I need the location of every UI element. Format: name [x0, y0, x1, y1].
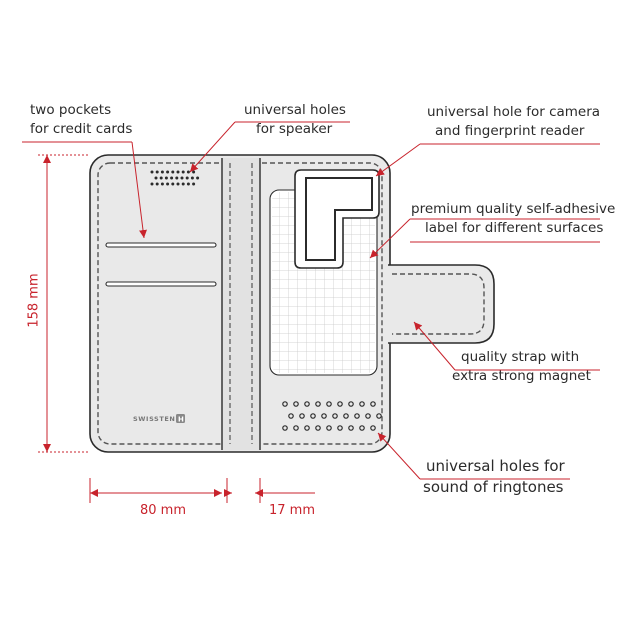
speaker-hole: [185, 176, 189, 180]
speaker-hole: [181, 170, 185, 174]
speaker-hole: [192, 182, 196, 186]
ringtone-hole: [282, 425, 288, 431]
speaker-hole: [176, 182, 180, 186]
dimension-spine: 17 mm: [269, 503, 316, 518]
speaker-hole: [196, 176, 200, 180]
callout-camera: universal hole for camera and fingerprin…: [427, 104, 601, 139]
speaker-hole: [150, 170, 154, 174]
speaker-hole: [166, 182, 170, 186]
speaker-hole: [171, 182, 175, 186]
svg-text:H: H: [178, 416, 184, 424]
ringtone-hole: [299, 413, 305, 419]
callout-ringtones: universal holes for sound of ringtones: [423, 457, 565, 496]
ringtone-hole: [304, 401, 310, 407]
callout-speaker: universal holes for speaker: [244, 102, 346, 137]
ringtone-hole: [288, 413, 294, 419]
dimension-width: 80 mm: [140, 503, 187, 518]
speaker-hole: [171, 170, 175, 174]
speaker-hole: [164, 176, 168, 180]
ringtone-hole: [370, 425, 376, 431]
speaker-holes: [150, 170, 200, 186]
ringtone-hole: [354, 413, 360, 419]
speaker-hole: [166, 170, 170, 174]
speaker-hole: [154, 176, 158, 180]
speaker-hole: [159, 176, 163, 180]
ringtone-hole: [315, 401, 321, 407]
spine: [222, 158, 260, 450]
ringtone-hole: [337, 425, 343, 431]
ringtone-holes: [282, 401, 382, 431]
speaker-hole: [150, 182, 154, 186]
speaker-hole: [192, 170, 196, 174]
callout-pockets: two pockets for credit cards: [30, 102, 133, 137]
speaker-hole: [180, 176, 184, 180]
ringtone-hole: [315, 425, 321, 431]
brand-logo: SWISSTEN: [133, 415, 175, 423]
ringtone-hole: [321, 413, 327, 419]
speaker-hole: [181, 182, 185, 186]
speaker-hole: [186, 170, 190, 174]
ringtone-hole: [343, 413, 349, 419]
ringtone-hole: [348, 425, 354, 431]
speaker-hole: [155, 182, 159, 186]
ringtone-hole: [370, 401, 376, 407]
ringtone-hole: [332, 413, 338, 419]
ringtone-hole: [376, 413, 382, 419]
ringtone-hole: [359, 401, 365, 407]
speaker-hole: [160, 170, 164, 174]
ringtone-hole: [326, 401, 332, 407]
callout-label: premium quality self-adhesive label for …: [411, 201, 616, 236]
speaker-hole: [155, 170, 159, 174]
ringtone-hole: [293, 425, 299, 431]
ringtone-hole: [365, 413, 371, 419]
ringtone-hole: [359, 425, 365, 431]
ringtone-hole: [293, 401, 299, 407]
speaker-hole: [170, 176, 174, 180]
strap-stitching: [392, 273, 485, 335]
brand-mark-icon: [176, 414, 185, 423]
ringtone-hole: [326, 425, 332, 431]
speaker-hole: [160, 182, 164, 186]
speaker-hole: [176, 170, 180, 174]
ringtone-hole: [282, 401, 288, 407]
speaker-hole: [190, 176, 194, 180]
ringtone-hole: [304, 425, 310, 431]
speaker-hole: [175, 176, 179, 180]
callout-strap: quality strap with extra strong magnet: [452, 349, 591, 384]
ringtone-hole: [310, 413, 316, 419]
ringtone-hole: [348, 401, 354, 407]
dimension-height: 158 mm: [26, 273, 42, 328]
speaker-hole: [186, 182, 190, 186]
card-pocket-slot: [105, 281, 217, 287]
magnetic-strap: [388, 264, 495, 344]
card-pocket-slot: [105, 242, 217, 248]
ringtone-hole: [337, 401, 343, 407]
